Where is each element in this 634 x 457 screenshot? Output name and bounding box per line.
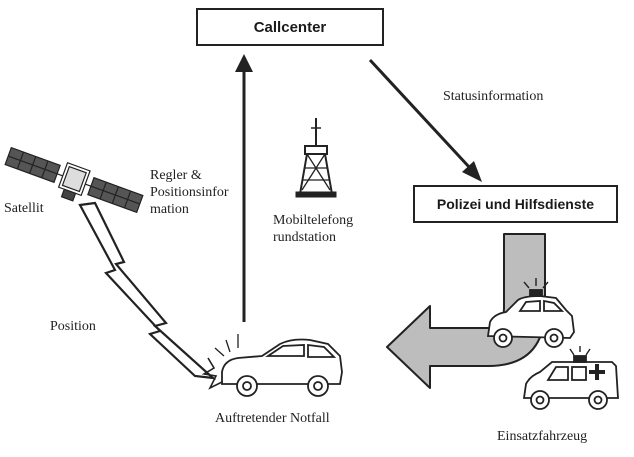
tower-label: Mobiltelefong rundstation: [273, 213, 354, 245]
police-label: Polizei und Hilfsdienste: [436, 196, 595, 212]
police-box: Polizei und Hilfsdienste: [413, 185, 618, 223]
position-label: Position: [50, 319, 96, 334]
ambulance-icon: [522, 346, 619, 410]
vehicle-label: Einsatzfahrzeug: [497, 429, 588, 444]
incident-label: Auftretender Notfall: [215, 411, 330, 426]
satellite-icon: [4, 146, 144, 214]
callcenter-label: Callcenter: [253, 18, 327, 36]
arrow-incident-to-callcenter: [235, 54, 253, 322]
statusinformation-label: Statusinformation: [443, 89, 544, 104]
satellite-label: Satellit: [4, 201, 44, 216]
crashed-car-icon: [201, 334, 343, 397]
police-car-icon: [486, 278, 575, 348]
callcenter-box: Callcenter: [196, 8, 384, 46]
radio-tower-icon: [295, 118, 337, 198]
regler-label: Regler & Positionsinfor mation: [150, 168, 229, 217]
position-lightning: [78, 201, 217, 380]
arrow-callcenter-to-police: [368, 58, 482, 182]
